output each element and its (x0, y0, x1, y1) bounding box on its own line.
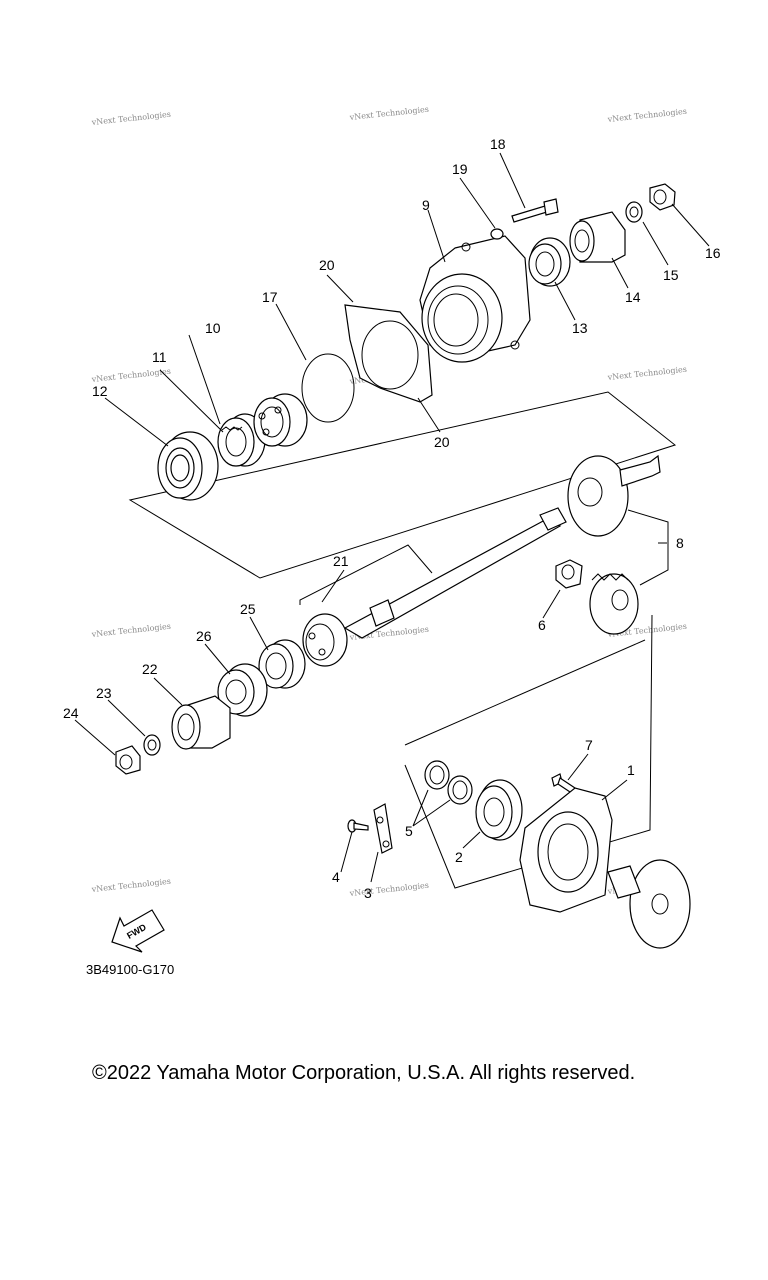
washers-5 (424, 760, 473, 805)
callout-1: 1 (627, 762, 635, 778)
watermark-10: vNext Technologies (90, 877, 171, 894)
copyright-notice: ©2022 Yamaha Motor Corporation, U.S.A. A… (92, 1062, 636, 1084)
shaft-21 (343, 507, 567, 639)
callouts: 1 2 3 4 5 6 7 8 9 10 11 12 13 14 15 16 1… (63, 136, 721, 901)
callout-2: 2 (455, 849, 463, 865)
washer-15 (625, 201, 643, 223)
bearing-13 (528, 237, 571, 287)
callout-6: 6 (538, 617, 546, 633)
housing-9 (419, 235, 531, 363)
callout-16: 16 (705, 245, 721, 261)
callout-10: 10 (205, 320, 221, 336)
nut-24 (115, 745, 141, 775)
callout-14: 14 (625, 289, 641, 305)
coupling-22 (171, 695, 231, 750)
case-1 (519, 787, 691, 949)
oring-17 (301, 353, 355, 423)
callout-4: 4 (332, 869, 340, 885)
watermark-7: vNext Technologies (90, 622, 171, 639)
callout-13: 13 (572, 320, 588, 336)
callout-9: 9 (422, 197, 430, 213)
fwd-arrow-icon: FWD (111, 909, 165, 953)
bearing-25 (302, 613, 348, 667)
callout-3: 3 (364, 885, 372, 901)
coupling-14 (569, 211, 626, 263)
callout-11: 11 (152, 349, 167, 365)
gear-set-8 (567, 454, 661, 635)
watermark-4: vNext Technologies (90, 367, 171, 384)
gear-bracket (627, 509, 669, 586)
washer-19 (490, 228, 504, 240)
washer-23 (143, 734, 161, 756)
callout-21: 21 (333, 553, 349, 569)
callout-12: 12 (92, 383, 108, 399)
callout-8: 8 (676, 535, 684, 551)
nut-6 (555, 559, 583, 589)
callout-22: 22 (142, 661, 158, 677)
watermark-2: vNext Technologies (348, 105, 429, 122)
bearing-12 (157, 431, 219, 501)
watermark-3: vNext Technologies (606, 107, 687, 124)
callout-5: 5 (405, 823, 413, 839)
diagram-code: 3B49100-G170 (86, 962, 175, 977)
callout-20-top: 20 (319, 257, 335, 273)
lower-group-outline-2 (404, 639, 646, 746)
bearing-10 (253, 393, 308, 447)
watermark-6: vNext Technologies (606, 365, 687, 382)
watermark-1: vNext Technologies (90, 110, 171, 127)
callout-23: 23 (96, 685, 112, 701)
callout-20-bottom: 20 (434, 434, 450, 450)
plate-3 (373, 803, 393, 854)
bearing-26 (217, 663, 268, 717)
shaft-group-outline (299, 544, 433, 605)
callout-19: 19 (452, 161, 468, 177)
callout-24: 24 (63, 705, 79, 721)
upper-group-outline (128, 391, 677, 579)
gasket-20 (344, 304, 433, 403)
leader-lines (74, 152, 710, 883)
nut-16 (649, 183, 676, 211)
collar-25 (258, 639, 306, 689)
bearing-2 (475, 779, 523, 841)
callout-17: 17 (262, 289, 278, 305)
callout-18: 18 (490, 136, 506, 152)
callout-26: 26 (196, 628, 212, 644)
screw-4 (347, 819, 369, 833)
watermark-11: vNext Technologies (348, 881, 429, 898)
callout-15: 15 (663, 267, 679, 283)
callout-25: 25 (240, 601, 256, 617)
callout-7: 7 (585, 737, 593, 753)
bolt-18 (511, 198, 559, 223)
